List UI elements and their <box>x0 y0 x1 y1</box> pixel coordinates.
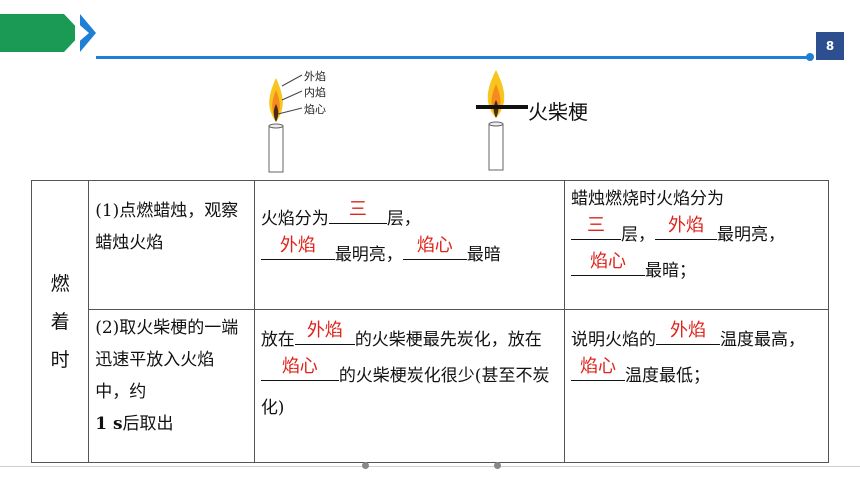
row-header-cell: 燃 着 时 <box>30 180 90 463</box>
step-text: (2)取火柴梗的一端迅速平放入火焰中，约 <box>95 318 239 402</box>
candle-figure: 外焰 内焰 焰心 <box>258 66 358 174</box>
header-green-bar <box>0 14 64 52</box>
header-rule-dot <box>806 53 814 61</box>
text: 最明亮， <box>716 225 785 245</box>
answer-blank: 外焰 <box>655 320 720 345</box>
header-rule <box>96 56 810 59</box>
page-number: 8 <box>816 32 844 60</box>
answer-text: 焰心 <box>281 356 318 377</box>
answer-blank: 三 <box>328 199 387 224</box>
text: 温度最高， <box>719 330 805 350</box>
answer-text: 外焰 <box>669 320 706 341</box>
phenomenon-cell: 放在外焰的火柴梗最先炭化，放在焰心的火柴梗炭化很少(甚至不炭化) <box>253 309 565 463</box>
phenomenon-cell: 火焰分为三层， 外焰最明亮， 焰心最暗 <box>253 180 565 310</box>
footer-dot <box>362 462 369 469</box>
text: 层， <box>386 209 421 229</box>
answer-blank: 焰心 <box>260 356 339 381</box>
step-text: (1)点燃蜡烛，观察蜡烛火焰 <box>95 201 239 253</box>
conclusion-cell: 说明火焰的外焰温度最高， 焰心温度最低； <box>563 309 830 463</box>
answer-blank: 外焰 <box>294 320 355 345</box>
text: 最暗； <box>644 261 696 281</box>
text: 最暗 <box>466 245 501 265</box>
text: 层， <box>620 225 655 245</box>
step-text: 后取出 <box>122 414 174 434</box>
match-figure <box>470 68 630 174</box>
label-inner-flame: 内焰 <box>304 86 326 99</box>
answer-blank: 焰心 <box>570 356 625 381</box>
label-outer-flame: 外焰 <box>304 70 326 83</box>
text: 温度最低； <box>624 366 710 386</box>
step-cell: (1)点燃蜡烛，观察蜡烛火焰 <box>88 180 255 310</box>
match-stick-label: 火柴梗 <box>528 100 588 124</box>
text: 蜡烛燃烧时火焰分为 <box>570 189 724 209</box>
answer-text: 焰心 <box>416 235 453 256</box>
answer-blank: 外焰 <box>260 235 335 260</box>
footer-dot <box>494 462 501 469</box>
text: 火焰分为 <box>260 209 329 229</box>
row-header-char: 时 <box>50 348 70 371</box>
answer-text: 外焰 <box>279 235 316 256</box>
row-header-char: 着 <box>50 310 70 333</box>
row-header-char: 燃 <box>50 272 70 295</box>
answer-text: 外焰 <box>306 320 343 341</box>
answer-blank: 外焰 <box>654 215 717 240</box>
answer-text: 外焰 <box>667 215 704 236</box>
answer-text: 三 <box>586 215 605 236</box>
candle-flame-icon <box>268 74 303 173</box>
experiment-table: 燃 着 时 (1)点燃蜡烛，观察蜡烛火焰 火焰分为三层， 外焰最明亮，焰心最暗 … <box>30 180 830 463</box>
text: 放在 <box>260 330 295 350</box>
answer-blank: 三 <box>570 215 621 240</box>
answer-text: 焰心 <box>589 251 626 272</box>
answer-blank: 焰心 <box>570 251 645 276</box>
text: 最明亮， <box>334 245 403 265</box>
answer-text: 三 <box>348 199 367 220</box>
footer-line <box>0 466 860 467</box>
text: 的火柴梗炭化很少(甚至不炭化) <box>260 366 550 418</box>
match-candle-icon <box>476 70 528 171</box>
text: 说明火焰的 <box>570 330 656 350</box>
step-text: 1 s <box>95 414 123 434</box>
answer-text: 焰心 <box>579 356 616 377</box>
conclusion-cell: 蜡烛燃烧时火焰分为 三层， 外焰最明亮， 焰心最暗； <box>563 180 830 310</box>
label-flame-core: 焰心 <box>304 103 326 116</box>
table-row: 燃 着 时 (1)点燃蜡烛，观察蜡烛火焰 火焰分为三层， 外焰最明亮，焰心最暗 … <box>30 180 830 463</box>
table-row: (2)取火柴梗的一端迅速平放入火焰中，约 1 s后取出 放在外焰的火柴梗最先炭化… <box>32 309 830 463</box>
text: 的火柴梗最先炭化，放在 <box>354 330 542 350</box>
answer-blank: 焰心 <box>402 235 467 260</box>
step-cell: (2)取火柴梗的一端迅速平放入火焰中，约 1 s后取出 <box>88 309 255 463</box>
header-chevron-gap <box>75 21 89 45</box>
